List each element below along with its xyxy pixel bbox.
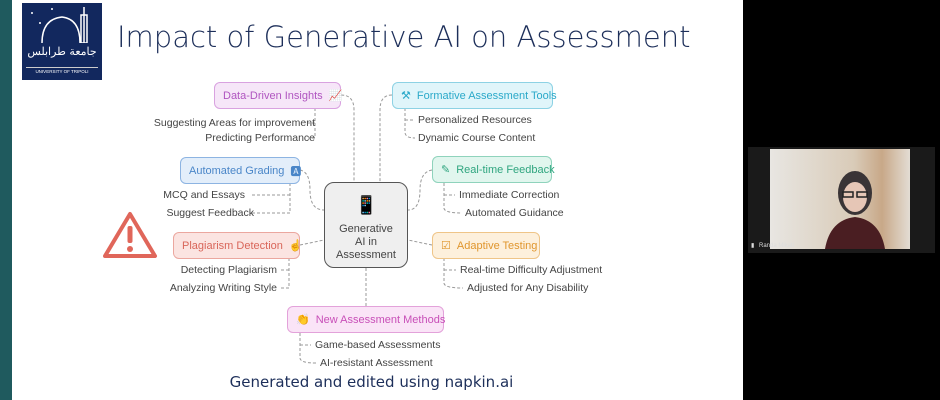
sub-item: Real-time Difficulty Adjustment (460, 264, 603, 276)
node-label: Adaptive Testing (456, 239, 538, 252)
node-adaptive-testing: ☑ Adaptive Testing (432, 232, 540, 259)
sub-item: Game-based Assessments (315, 339, 441, 351)
tools-icon: ⚒ (401, 90, 411, 102)
participant-name: Randa Mikati (759, 243, 795, 249)
center-node: 📱 Generative AI in Assessment (324, 182, 408, 268)
node-real-time-feedback: ✎ Real-time Feedback (432, 156, 555, 183)
node-plagiarism-detection: Plagiarism Detection ☝ (173, 232, 303, 259)
logo-english-text: UNIVERSITY OF TRIPOLI (26, 67, 98, 75)
center-line-1: Generative (339, 223, 393, 235)
participant-avatar (825, 171, 885, 249)
participant-video-tile[interactable]: ▮ Randa Mikati (748, 147, 935, 253)
center-line-3: Assessment (336, 249, 396, 261)
node-automated-grading: Automated Grading 🅰 (180, 157, 302, 184)
node-data-driven-insights: Data-Driven Insights 📈 (214, 82, 343, 109)
slide-footer: Generated and edited using napkin.ai (229, 373, 514, 391)
node-label: Automated Grading (189, 164, 285, 177)
camera-feed (770, 149, 910, 249)
node-label: Plagiarism Detection (182, 239, 283, 252)
adaptive-icon: ☑ (441, 240, 451, 252)
sub-item: Dynamic Course Content (418, 132, 536, 144)
sub-item: Immediate Correction (459, 189, 560, 201)
node-label: Formative Assessment Tools (416, 89, 557, 102)
slide-title: Impact of Generative AI on Assessment (117, 20, 691, 54)
mobile-book-icon: 📱 (355, 195, 378, 215)
university-logo: جامعة طرابلس UNIVERSITY OF TRIPOLI (22, 3, 102, 80)
chart-icon: 📈 (328, 90, 343, 102)
warning-icon (102, 210, 158, 265)
presentation-slide: جامعة طرابلس UNIVERSITY OF TRIPOLI Impac… (0, 0, 743, 400)
edit-icon: ✎ (441, 164, 451, 176)
sub-item: Predicting Performance (205, 132, 315, 144)
fingerprint-icon: ☝ (288, 240, 303, 252)
sub-item: Automated Guidance (465, 207, 564, 219)
signal-icon: ▮ (751, 243, 755, 249)
node-label: Real-time Feedback (456, 163, 555, 176)
sub-item: Analyzing Writing Style (169, 282, 277, 294)
slide-left-bar (0, 0, 12, 400)
connector-lines (250, 94, 464, 364)
sub-item: Detecting Plagiarism (180, 264, 277, 276)
sub-item: Suggest Feedback (166, 207, 254, 219)
logo-arabic-text: جامعة طرابلس (27, 45, 97, 58)
sub-item: Personalized Resources (418, 114, 532, 126)
sub-item: Adjusted for Any Disability (467, 282, 589, 294)
hands-icon: 👏 (296, 314, 310, 326)
center-line-2: AI in (354, 236, 377, 248)
node-formative-assessment-tools: ⚒ Formative Assessment Tools (392, 82, 557, 109)
node-label: New Assessment Methods (315, 313, 446, 326)
node-label: Data-Driven Insights (223, 89, 323, 102)
sub-item: AI-resistant Assessment (320, 357, 433, 369)
sub-item: MCQ and Essays (163, 189, 245, 201)
sub-item: Suggesting Areas for improvement (153, 117, 315, 129)
node-new-assessment-methods: 👏 New Assessment Methods (287, 306, 446, 333)
grading-icon: 🅰 (290, 165, 302, 178)
